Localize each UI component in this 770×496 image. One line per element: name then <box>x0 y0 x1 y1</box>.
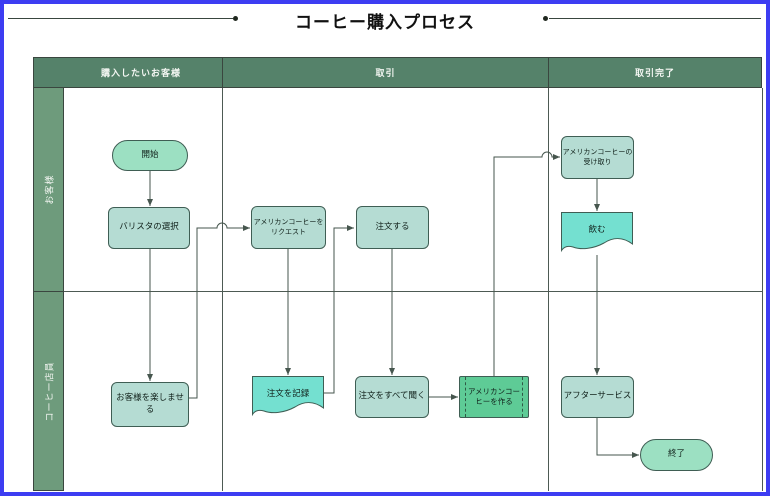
subprocess-side-bar <box>522 377 523 417</box>
shape-select-barista[interactable]: バリスタの選択 <box>108 207 190 249</box>
connector-make-to-receive[interactable] <box>493 151 560 376</box>
lane-header-transaction[interactable]: 取引 <box>222 57 549 88</box>
shape-after-service[interactable]: アフターサービス <box>561 376 634 418</box>
diagram-title: コーヒー購入プロセス <box>295 13 475 33</box>
shape-drink-document[interactable]: 飲む <box>561 212 633 258</box>
shape-label: アメリカンコーヒーを リクエスト <box>253 218 324 236</box>
connector-record-to-place-order[interactable] <box>324 225 354 394</box>
shape-entertain-customer[interactable]: お客様を楽しませ る <box>111 382 189 427</box>
shape-make-coffee-subprocess[interactable]: アメリカンコー ヒーを作る <box>459 376 529 418</box>
lane-header-transaction-complete[interactable]: 取引完了 <box>548 57 762 88</box>
shape-label: お客様を楽しませ る <box>116 393 184 415</box>
shape-label: 飲む <box>588 224 606 235</box>
lane-row-label-clerk[interactable]: コーヒー店員 <box>33 291 64 491</box>
lane-row-label-customer[interactable]: お客様 <box>33 87 64 292</box>
shape-label: バリスタの選択 <box>119 222 179 233</box>
shape-label: 終了 <box>667 449 685 460</box>
lane-divider-vertical-1 <box>222 88 223 491</box>
table-right-edge <box>762 88 763 491</box>
lane-row-label-text: お客様 <box>45 174 56 205</box>
shape-record-order-document[interactable]: 注文を記録 <box>252 376 324 422</box>
shape-label: アメリカンコー ヒーを作る <box>467 387 521 406</box>
shape-listen-orders[interactable]: 注文をすべて聞く <box>355 376 429 418</box>
shape-end-terminator[interactable]: 終了 <box>640 439 713 471</box>
shape-receive-coffee[interactable]: アメリカンコーヒーの 受け取り <box>561 136 634 179</box>
shape-label: 注文を記録 <box>266 388 310 399</box>
lane-header-label: 取引完了 <box>634 69 675 79</box>
shape-label: 注文をすべて聞く <box>358 391 426 402</box>
subprocess-side-bar <box>465 377 466 417</box>
lane-header-label: 取引 <box>375 69 396 79</box>
shape-start-terminator[interactable]: 開始 <box>112 140 188 171</box>
title-dot-right <box>543 16 548 21</box>
shape-place-order[interactable]: 注文する <box>356 206 429 249</box>
lane-divider-horizontal <box>63 291 762 292</box>
connector-after-service-to-end[interactable] <box>596 418 639 458</box>
shape-label: アメリカンコーヒーの 受け取り <box>562 148 633 166</box>
lane-divider-vertical-2 <box>548 88 549 491</box>
title-rule-left <box>8 18 233 19</box>
shape-label: 開始 <box>141 149 159 160</box>
shape-label: 注文する <box>375 221 410 232</box>
document-shape-outline <box>561 212 633 253</box>
shape-label: アフターサービス <box>563 391 632 402</box>
lane-row-label-text: コーヒー店員 <box>45 360 56 422</box>
title-rule-right <box>549 18 761 19</box>
title-dot-left <box>233 16 238 21</box>
lane-header-buying-customer[interactable]: 購入したいお客様 <box>33 57 223 88</box>
lane-header-label: 購入したいお客様 <box>100 69 181 79</box>
shape-request-coffee[interactable]: アメリカンコーヒーを リクエスト <box>251 206 326 249</box>
connector-entertain-to-request[interactable] <box>189 222 250 399</box>
document-shape-outline <box>252 376 324 417</box>
